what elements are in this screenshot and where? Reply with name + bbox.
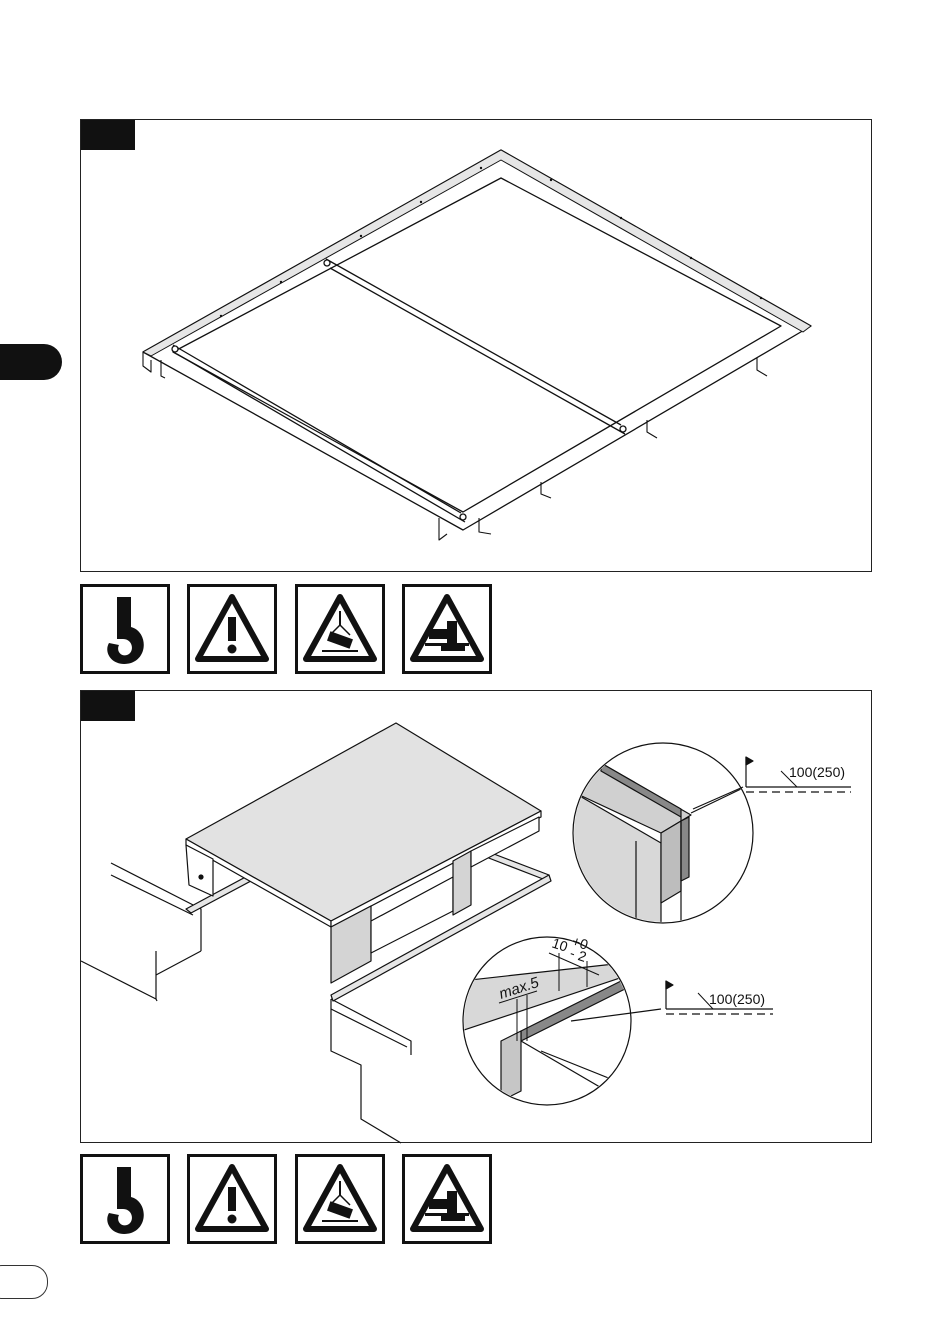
foot-crush-warning-icon: [402, 584, 492, 674]
figure-2-panel: 100(250): [80, 690, 872, 1143]
suspended-load-warning-icon: [295, 584, 385, 674]
section-tab: [0, 344, 62, 380]
suspended-load-warning-icon: [295, 1154, 385, 1244]
foot-crush-warning-icon: [402, 1154, 492, 1244]
page-number-mark: [0, 1265, 48, 1299]
leveler-deck: [186, 723, 541, 921]
installation-drawing: 100(250): [81, 691, 873, 1144]
crane-hook-icon: [80, 584, 170, 674]
weld-text-bottom: 100(250): [709, 991, 765, 1007]
crane-hook-icon: [80, 1154, 170, 1244]
frame-inner: [173, 178, 781, 512]
pit-wall-right: [331, 999, 411, 1143]
general-warning-icon: [187, 1154, 277, 1244]
frame-drawing: [81, 120, 873, 573]
detail-top: [571, 743, 753, 951]
figure-1-panel: [80, 119, 872, 572]
pit-wall-left: [81, 863, 201, 1001]
weld-text-top: 100(250): [789, 764, 845, 780]
detail-bottom: [461, 937, 641, 1111]
general-warning-icon: [187, 584, 277, 674]
